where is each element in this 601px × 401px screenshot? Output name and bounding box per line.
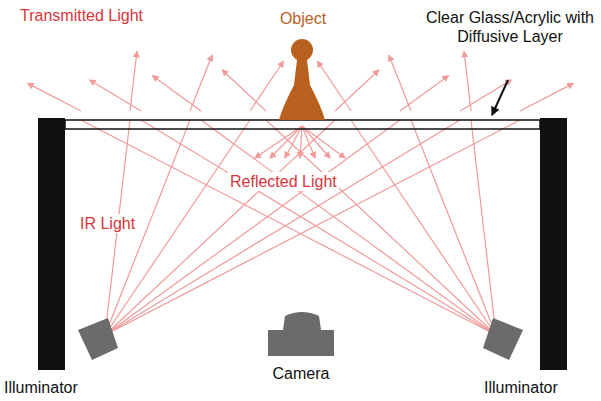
light-ray xyxy=(141,120,496,335)
light-ray xyxy=(28,83,81,111)
light-ray xyxy=(335,70,379,111)
left-wall xyxy=(38,118,65,370)
light-ray xyxy=(464,51,471,111)
ir-rays xyxy=(28,51,574,335)
light-ray xyxy=(130,51,137,111)
light-ray xyxy=(351,120,496,335)
light-ray xyxy=(190,55,212,111)
light-ray xyxy=(400,76,448,111)
glass-plate xyxy=(65,120,540,129)
light-ray xyxy=(302,126,330,158)
light-ray xyxy=(105,120,520,335)
glass-label: Clear Glass/Acrylic with Diffusive Layer xyxy=(425,8,595,46)
light-ray xyxy=(270,126,302,158)
light-ray xyxy=(81,120,496,335)
light-ray xyxy=(90,80,141,111)
light-ray xyxy=(105,120,335,335)
transmitted-label: Transmitted Light xyxy=(18,6,145,25)
illuminator-label: Illuminator xyxy=(4,378,78,397)
light-ray xyxy=(285,126,302,158)
light-ray xyxy=(389,55,411,111)
light-ray xyxy=(255,126,302,158)
light-ray xyxy=(302,126,345,158)
camera-icon xyxy=(268,312,334,356)
leader-line xyxy=(492,80,508,115)
object-label: Object xyxy=(280,9,326,28)
light-ray xyxy=(250,61,284,111)
illuminator-left xyxy=(78,318,118,360)
light-ray xyxy=(317,61,351,111)
light-ray xyxy=(105,120,400,335)
light-ray xyxy=(222,70,266,111)
light-ray xyxy=(300,126,302,158)
light-ray xyxy=(105,120,460,335)
object-figure xyxy=(279,39,325,120)
camera-label: Camera xyxy=(273,364,330,383)
light-ray xyxy=(266,120,496,335)
light-ray xyxy=(520,83,573,111)
illuminator-right xyxy=(483,318,523,360)
light-ray xyxy=(201,120,496,335)
illuminator-label: Illuminator xyxy=(484,378,558,397)
light-ray xyxy=(153,76,201,111)
right-wall xyxy=(540,118,567,370)
reflected-label: Reflected Light xyxy=(228,172,339,191)
ir-label: IR Light xyxy=(78,214,137,233)
